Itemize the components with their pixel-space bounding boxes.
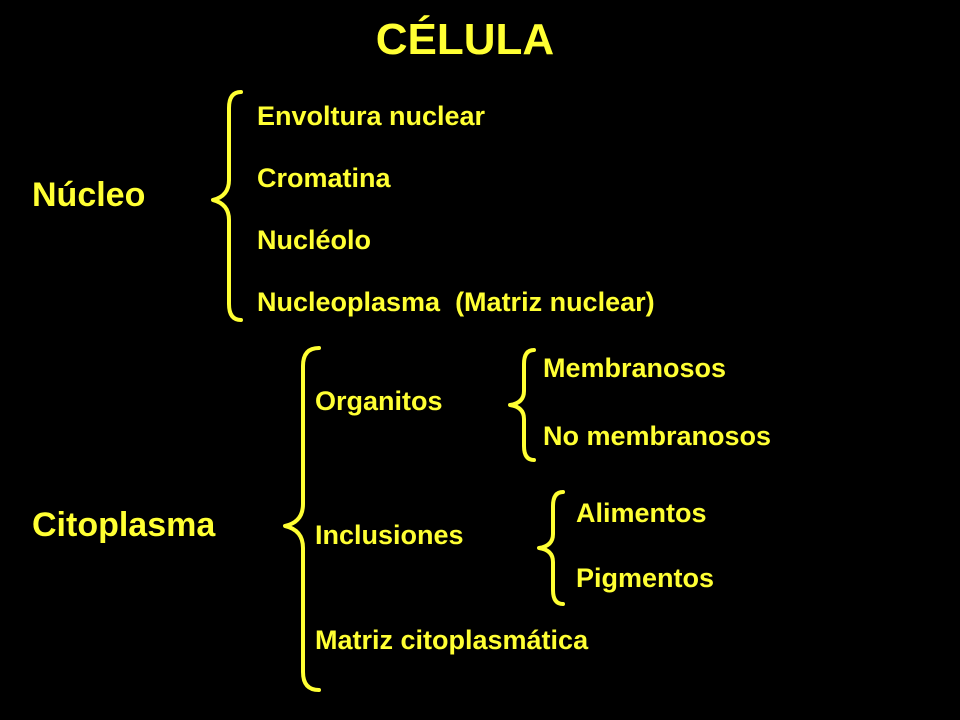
nucleo-item-nucleoplasma: Nucleoplasma (Matriz nuclear) xyxy=(257,287,655,317)
inclusiones-item-pigmentos: Pigmentos xyxy=(576,563,715,593)
nucleo-item-cromatina: Cromatina xyxy=(257,163,391,193)
organitos-item-membranosos: Membranosos xyxy=(543,353,727,383)
nucleo-item-envoltura: Envoltura nuclear xyxy=(257,101,486,131)
organitos-brace xyxy=(508,348,536,462)
citoplasma-label: Citoplasma xyxy=(32,506,216,544)
inclusiones-brace xyxy=(537,490,565,606)
matriz-citoplasmatica: Matriz citoplasmática xyxy=(315,625,589,655)
inclusiones-item-alimentos: Alimentos xyxy=(576,498,707,528)
organitos-item-no-membranosos: No membranosos xyxy=(543,421,772,451)
nucleo-label: Núcleo xyxy=(32,176,146,214)
citoplasma-brace xyxy=(283,346,321,692)
nucleo-brace xyxy=(211,90,243,322)
page-title: CÉLULA xyxy=(375,15,555,64)
inclusiones-label: Inclusiones xyxy=(315,520,464,550)
nucleo-item-nucleolo: Nucléolo xyxy=(257,225,372,255)
organitos-label: Organitos xyxy=(315,386,443,416)
